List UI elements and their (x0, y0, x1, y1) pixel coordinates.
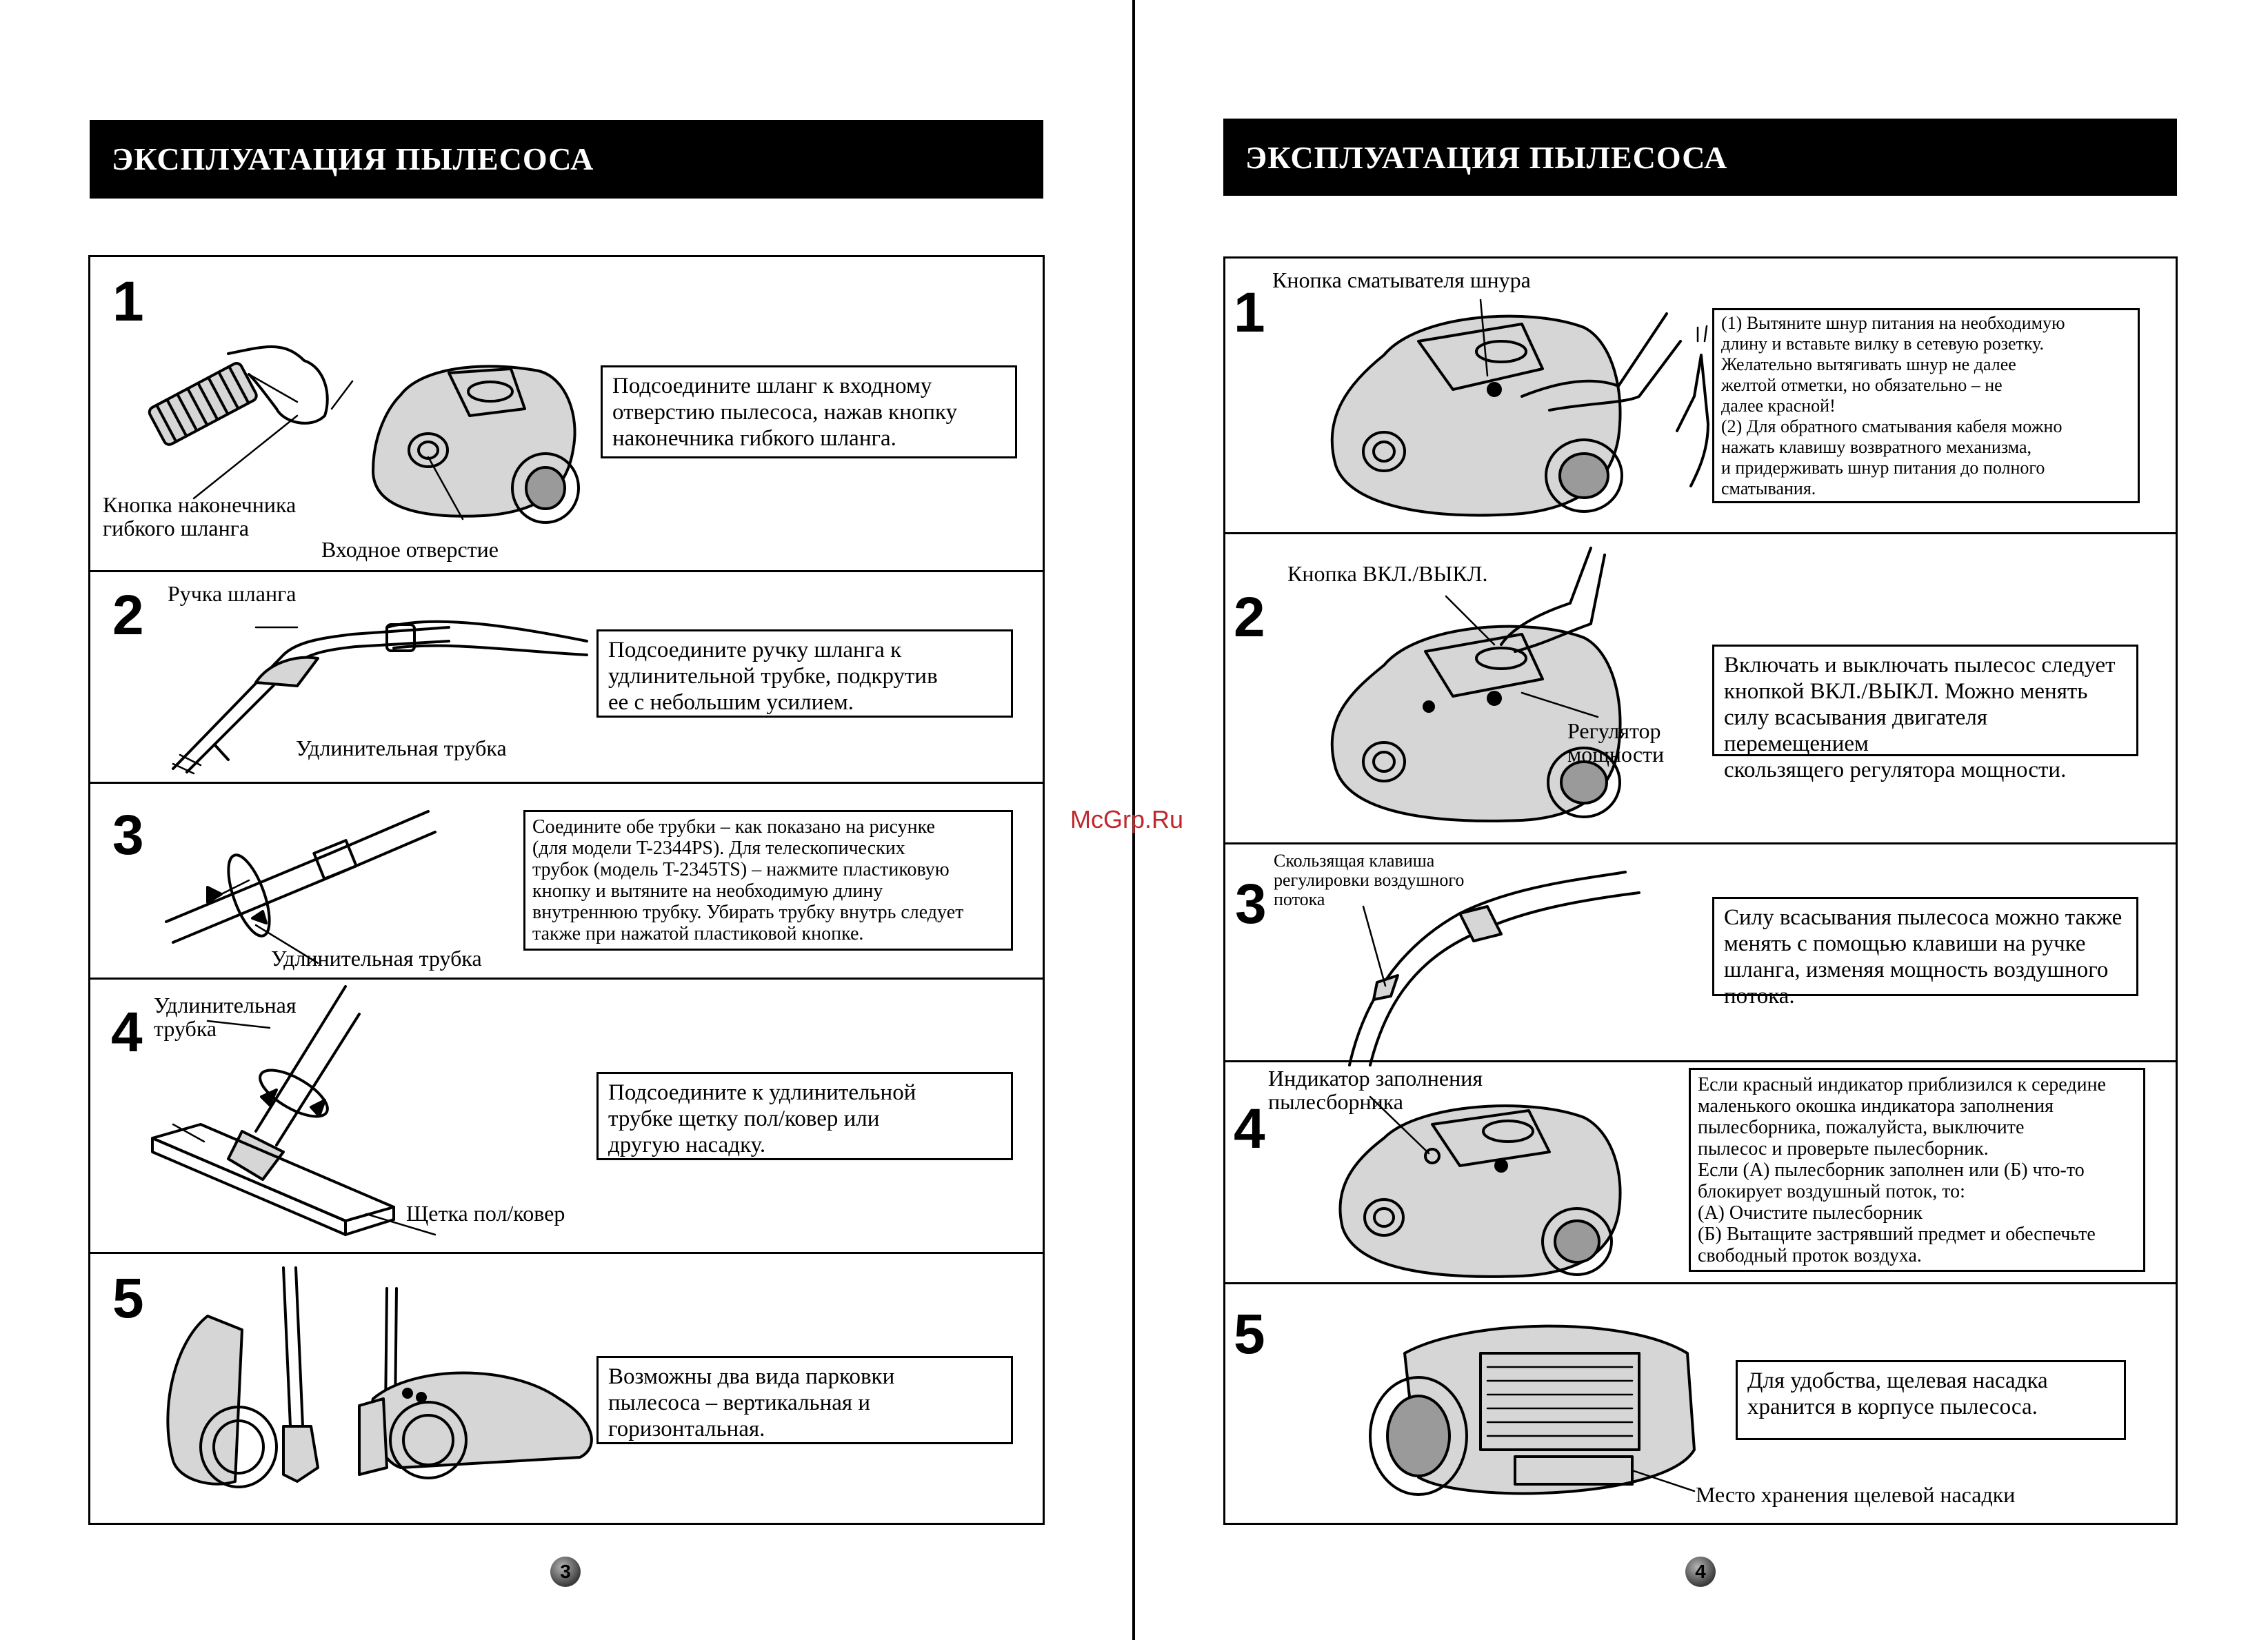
page-right: ЭКСПЛУАТАЦИЯ ПЫЛЕСОСА 1 Кнопка сматывате… (1135, 0, 2268, 1640)
step-5: 5 Место хранения щелевой насадки Для удо… (1225, 1284, 2176, 1525)
label-cord-rewind-button: Кнопка сматывателя шнура (1272, 268, 1531, 292)
step-1: 1 (90, 257, 1043, 572)
indicator-illustration (1329, 1090, 1674, 1283)
cord-illustration (1294, 300, 1715, 527)
crevice-storage-illustration (1363, 1312, 1722, 1512)
step-2: 2 Ручка шланга Удлинительная трубка Подс… (90, 572, 1043, 784)
label-hose-button: Кнопка наконечника гибкого шланга (103, 493, 296, 540)
label-inlet: Входное отверстие (321, 538, 499, 561)
step-instruction: Подсоедините ручку шланга к удлинительно… (596, 629, 1013, 718)
page-number-3: 3 (550, 1557, 581, 1587)
label-floor-brush: Щетка пол/ковер (406, 1202, 565, 1225)
steps-frame-right: 1 Кнопка сматывателя шнура (1) Вытяните … (1223, 256, 2178, 1525)
step-3: 3 Удлинительная трубка Соедините обе тру… (90, 784, 1043, 980)
step-instruction: Если красный индикатор приблизился к сер… (1689, 1068, 2145, 1272)
step-instruction: Включать и выключать пылесос следует кно… (1712, 645, 2138, 756)
label-power-regulator: Регулятор мощности (1567, 719, 1664, 766)
step-4: 4 Удлинительная трубка Щетка пол/ковер П… (90, 980, 1043, 1254)
step-number: 2 (112, 587, 144, 644)
step-number: 3 (112, 807, 144, 864)
tube-connection-illustration (159, 798, 504, 956)
step-number: 2 (1234, 589, 1265, 646)
step-instruction: Подсоедините шланг к входному отверстию … (601, 365, 1017, 458)
power-illustration (1294, 548, 1639, 824)
step-2: 2 Кнопка ВКЛ./ВЫКЛ. Регулятор мощности В… (1225, 534, 2176, 844)
step-4: 4 Индикатор заполнения пылесборника Если… (1225, 1062, 2176, 1284)
step-instruction: Возможны два вида парковки пылесоса – ве… (596, 1356, 1013, 1444)
step-3: 3 Скользящая клавиша регулировки воздушн… (1225, 844, 2176, 1062)
steps-frame-left: 1 (88, 255, 1045, 1525)
step-number: 5 (1234, 1306, 1265, 1363)
step-number: 1 (1234, 285, 1265, 341)
page-left: ЭКСПЛУАТАЦИЯ ПЫЛЕСОСА 1 (0, 0, 1132, 1640)
label-extension-tube: Удлинительная трубка (271, 946, 482, 970)
step-number: 3 (1235, 876, 1267, 933)
step-instruction: Для удобства, щелевая насадка хранится в… (1736, 1360, 2126, 1440)
step-instruction: Силу всасывания пылесоса можно также мен… (1712, 897, 2138, 996)
step-number: 4 (1234, 1101, 1265, 1157)
airflow-slider-illustration (1336, 865, 1646, 1065)
step-number: 4 (111, 1004, 143, 1061)
watermark[interactable]: McGrp.Ru (1070, 805, 1183, 834)
step-5: 5 Возможны два вида парковки пылесоса – … (90, 1254, 1043, 1525)
parking-illustration (125, 1261, 608, 1516)
step-1: 1 Кнопка сматывателя шнура (1) Вытяните … (1225, 259, 2176, 534)
page-header-right: ЭКСПЛУАТАЦИЯ ПЫЛЕСОСА (1223, 119, 2177, 196)
label-extension-tube: Удлинительная трубка (296, 736, 507, 760)
page-number-4: 4 (1685, 1557, 1716, 1587)
step-instruction: Соедините обе трубки – как показано на р… (523, 810, 1013, 951)
step-instruction: Подсоедините к удлинительной трубке щетк… (596, 1072, 1013, 1160)
label-crevice-storage: Место хранения щелевой насадки (1696, 1483, 2015, 1506)
step-instruction: (1) Вытяните шнур питания на необходимую… (1712, 308, 2140, 503)
page-header-left: ЭКСПЛУАТАЦИЯ ПЫЛЕСОСА (90, 120, 1043, 199)
